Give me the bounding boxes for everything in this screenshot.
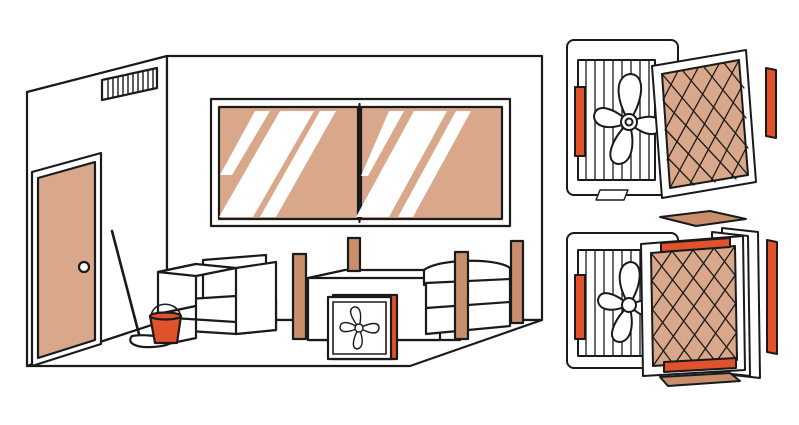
tape-piece-bottom [596,190,628,200]
room-scene [27,56,542,366]
box-fan-with-filter-top [567,40,776,200]
tape-strip-right-lower [767,240,777,354]
tape-wedge-top [660,211,746,226]
air-filter-icon-lower [641,236,745,376]
floor-box-fan-icon [328,295,397,359]
tape-strip-top-lower [661,238,730,252]
tape-strip-right [766,68,776,138]
air-filter-icon [652,50,756,198]
box-fan-icon [567,40,678,195]
tape-wedge-bottom [660,373,740,386]
bed-posts [293,238,523,339]
mop-and-bucket-icon [112,231,181,347]
tape-strip-left [575,87,585,156]
armchair-icon [158,255,276,346]
tape-strip-bottom-lower [664,358,736,372]
window-icon [211,99,510,226]
tape-strip-left-lower [575,275,585,339]
door-icon [32,153,101,366]
air-vent-icon [102,68,157,100]
box-fan-with-filter-stack [567,211,777,386]
